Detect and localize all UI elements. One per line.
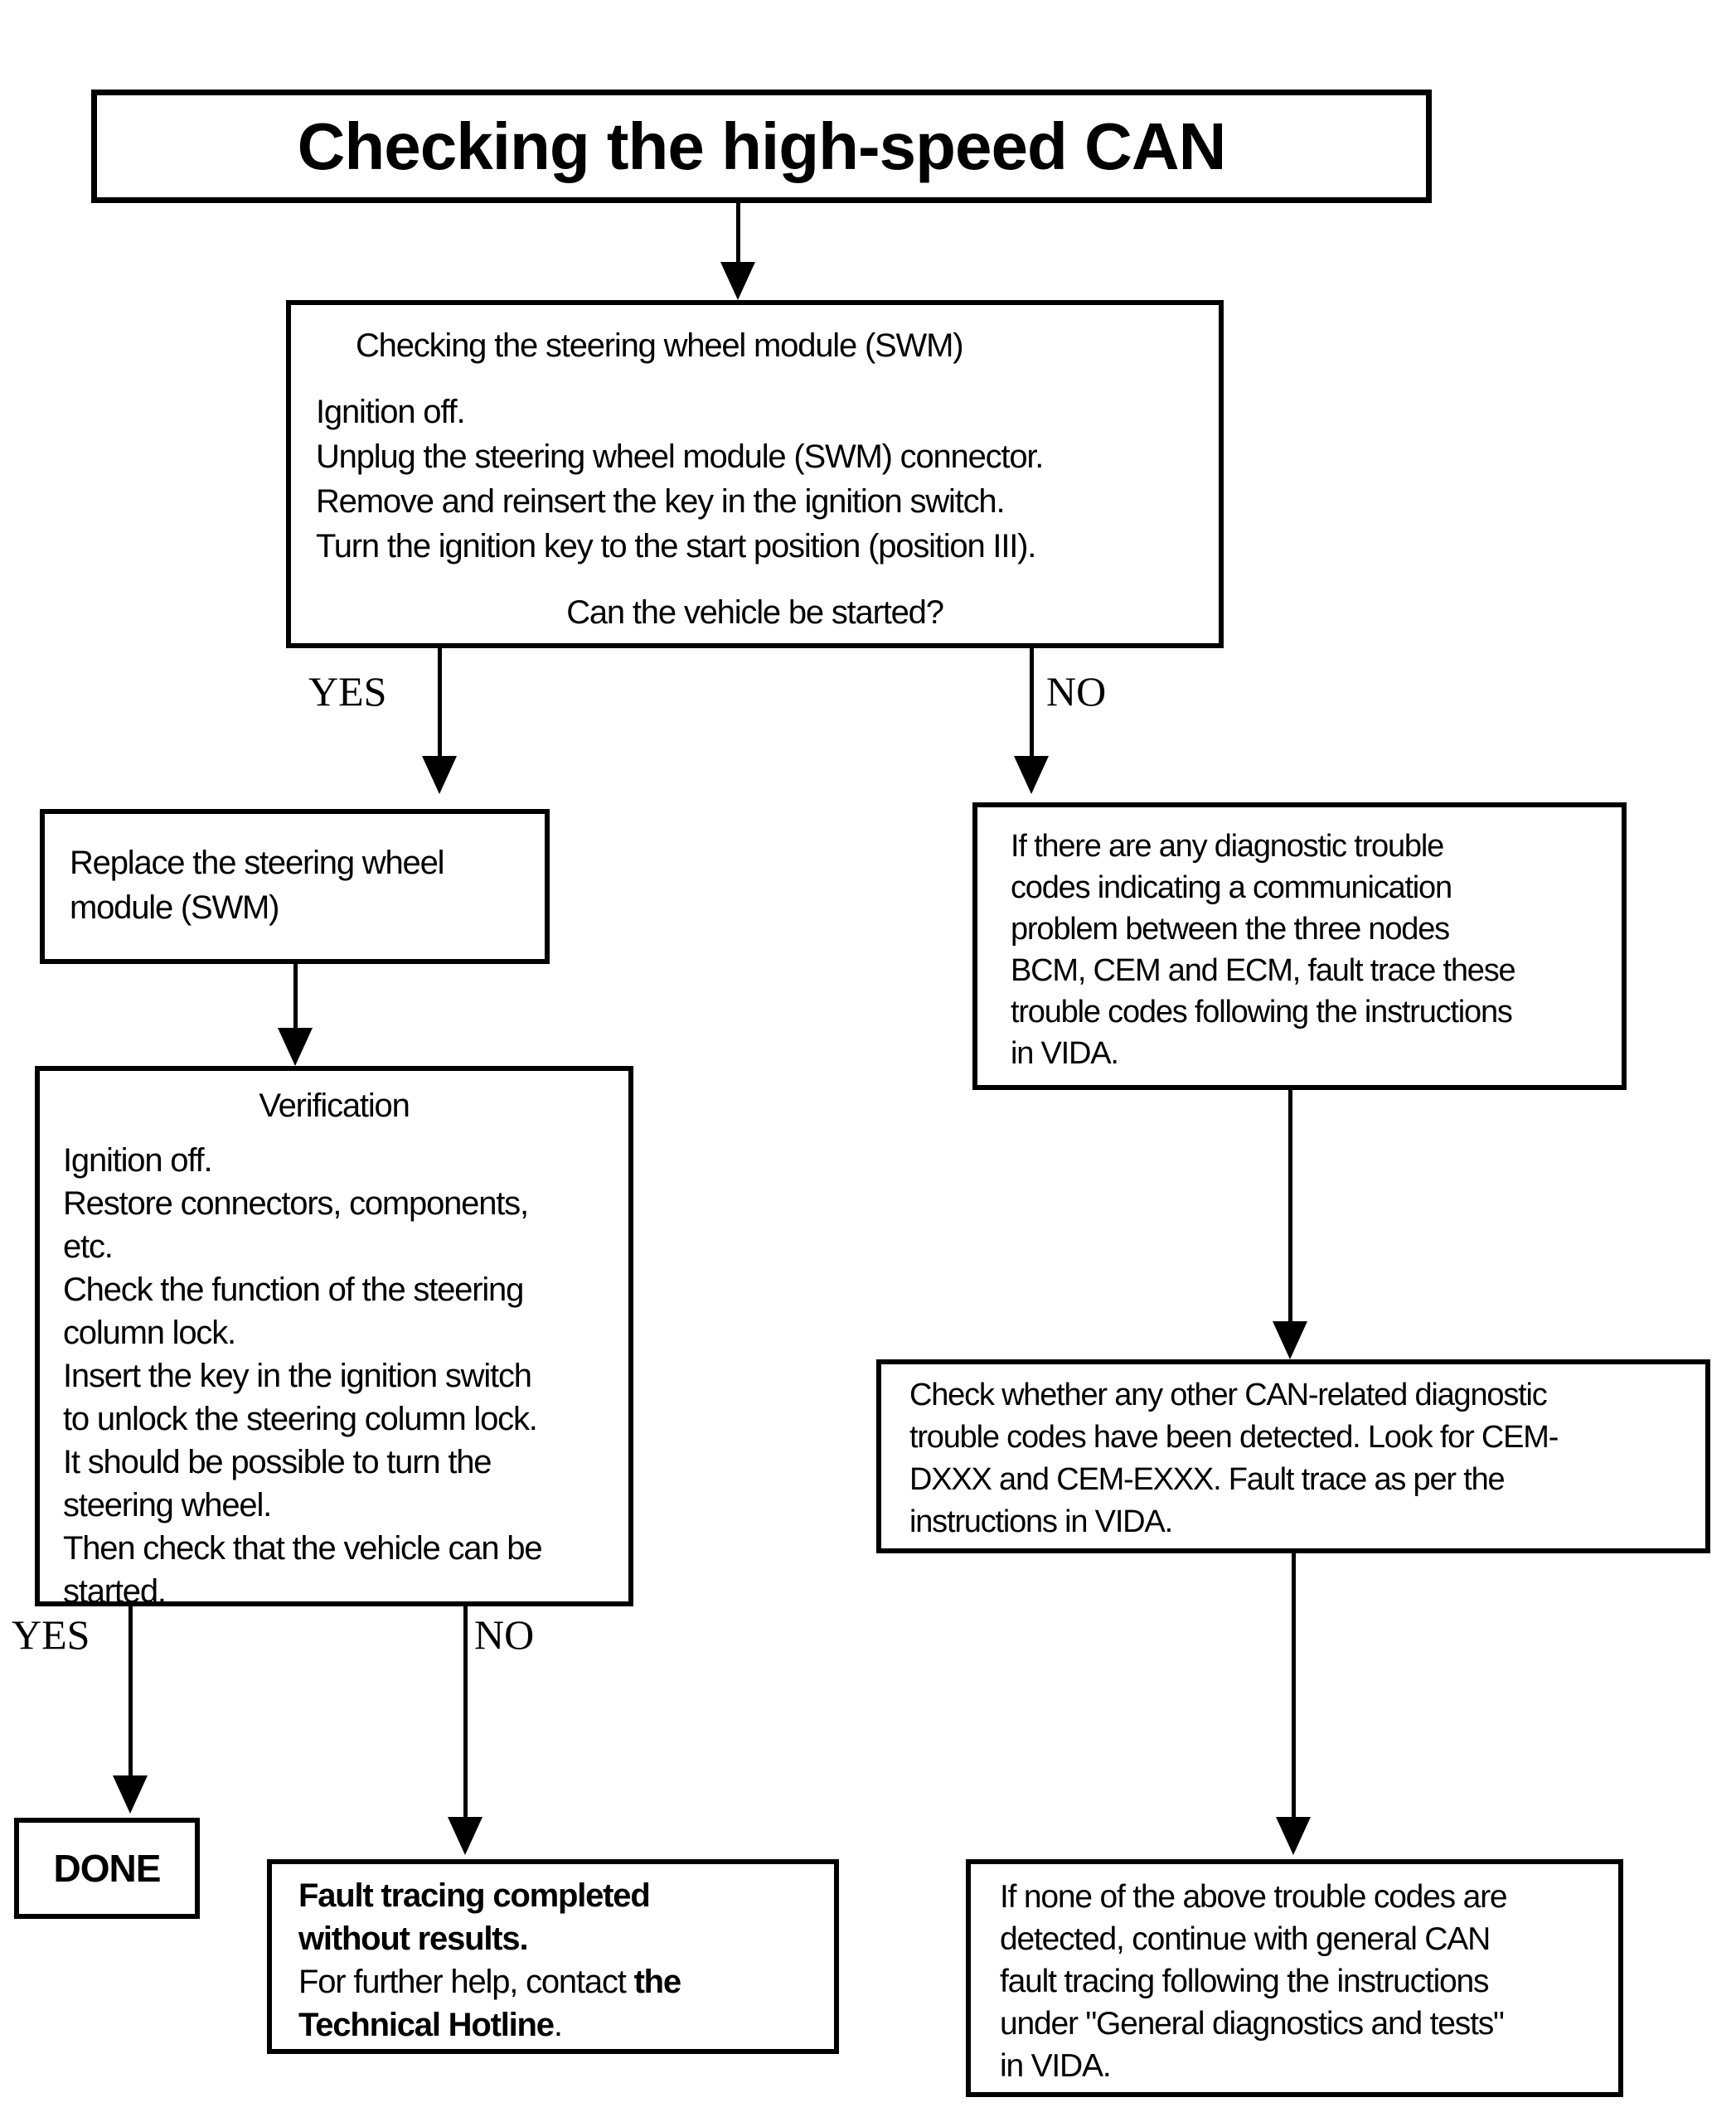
replace-text: Replace the steering wheel: [70, 845, 445, 881]
fault-text-bold: Technical Hotline: [298, 2007, 555, 2043]
fault-text-bold: without results.: [298, 1921, 529, 1957]
verification-step: etc.: [63, 1228, 114, 1265]
connector-dtc-to-cem: [1288, 1090, 1292, 1323]
verification-step: Restore connectors, components,: [63, 1185, 529, 1222]
connector-title-to-swm: [736, 203, 740, 263]
connector-verification-no: [463, 1606, 468, 1819]
dtc-text: problem between the three nodes: [1011, 912, 1450, 947]
verification-step: steering wheel.: [63, 1487, 272, 1523]
swm-step: Ignition off.: [316, 394, 466, 430]
dtc-text: BCM, CEM and ECM, fault trace these: [1011, 953, 1516, 988]
general-text: in VIDA.: [1000, 2048, 1112, 2084]
verification-step: column lock.: [63, 1315, 236, 1351]
verification-step: Then check that the vehicle can be: [63, 1530, 543, 1567]
title-box: Checking the high-speed CAN: [91, 90, 1432, 203]
general-text: detected, continue with general CAN: [1000, 1921, 1491, 1957]
arrowhead-dtc-to-cem: [1273, 1321, 1307, 1359]
swm-check-box: Checking the steering wheel module (SWM)…: [286, 300, 1224, 648]
fault-text-regular: .: [553, 2007, 563, 2043]
arrowhead-verification-yes: [113, 1775, 148, 1814]
verification-heading: Verification: [259, 1087, 410, 1124]
arrowhead-swm-no: [1014, 756, 1049, 794]
general-text: under "General diagnostics and tests": [1000, 2006, 1505, 2042]
connector-swm-yes: [438, 648, 442, 758]
general-text: If none of the above trouble codes are: [1000, 1879, 1508, 1915]
yes-label-verification: YES: [12, 1611, 90, 1658]
arrowhead-title-to-swm: [720, 262, 755, 300]
general-can-box: If none of the above trouble codes are d…: [966, 1859, 1623, 2097]
dtc-communication-box: If there are any diagnostic trouble code…: [972, 802, 1627, 1090]
done-label: DONE: [53, 1847, 162, 1890]
swm-box-heading: Checking the steering wheel module (SWM): [356, 327, 964, 364]
swm-step: Remove and reinsert the key in the ignit…: [316, 483, 1006, 520]
done-box: DONE: [14, 1818, 200, 1919]
cem-dtc-box: Check whether any other CAN-related diag…: [876, 1359, 1710, 1553]
general-text: fault tracing following the instructions: [1000, 1964, 1490, 1999]
arrowhead-replace-to-verification: [278, 1028, 313, 1066]
swm-step: Unplug the steering wheel module (SWM) c…: [316, 438, 1044, 475]
dtc-text: in VIDA.: [1011, 1036, 1119, 1071]
fault-text-regular: For further help, contact: [298, 1964, 634, 2000]
verification-box: Verification Ignition off. Restore conne…: [35, 1066, 633, 1610]
no-label-swm: NO: [1046, 668, 1107, 714]
verification-step: started.: [63, 1573, 167, 1610]
swm-step: Turn the ignition key to the start posit…: [316, 528, 1036, 564]
fault-tracing-completed-box: Fault tracing completed without results.…: [267, 1859, 839, 2054]
replace-swm-box: Replace the steering wheel module (SWM): [40, 809, 550, 964]
verification-step: to unlock the steering column lock.: [63, 1401, 538, 1437]
cem-text: Check whether any other CAN-related diag…: [909, 1378, 1548, 1412]
fault-text-mixed: Technical Hotline.: [298, 2003, 807, 2047]
cem-text: DXXX and CEM-EXXX. Fault trace as per th…: [909, 1462, 1506, 1497]
connector-cem-to-general: [1292, 1553, 1296, 1819]
no-label-verification: NO: [474, 1611, 535, 1658]
connector-replace-to-verification: [293, 964, 298, 1029]
dtc-text: If there are any diagnostic trouble: [1011, 829, 1444, 864]
fault-text-bold: Fault tracing completed: [298, 1877, 651, 1914]
arrowhead-verification-no: [448, 1817, 482, 1855]
replace-text: module (SWM): [70, 889, 280, 926]
yes-label-swm: YES: [308, 668, 387, 714]
fault-text-mixed: For further help, contact the: [298, 1960, 807, 2003]
verification-step: Ignition off.: [63, 1142, 213, 1179]
verification-step: Check the function of the steering: [63, 1272, 524, 1308]
cem-text: instructions in VIDA.: [909, 1504, 1173, 1539]
arrowhead-swm-yes: [422, 756, 457, 794]
dtc-text: trouble codes following the instructions: [1011, 995, 1513, 1029]
verification-step: It should be possible to turn the: [63, 1444, 492, 1480]
dtc-text: codes indicating a communication: [1011, 870, 1452, 905]
fault-text-bold: the: [633, 1964, 682, 2000]
verification-step: Insert the key in the ignition switch: [63, 1358, 532, 1394]
page-title: Checking the high-speed CAN: [297, 109, 1227, 183]
connector-swm-no: [1030, 648, 1034, 758]
swm-question: Can the vehicle be started?: [566, 594, 944, 631]
arrowhead-cem-to-general: [1276, 1817, 1311, 1855]
cem-text: trouble codes have been detected. Look f…: [909, 1420, 1559, 1455]
connector-verification-yes: [129, 1606, 133, 1777]
